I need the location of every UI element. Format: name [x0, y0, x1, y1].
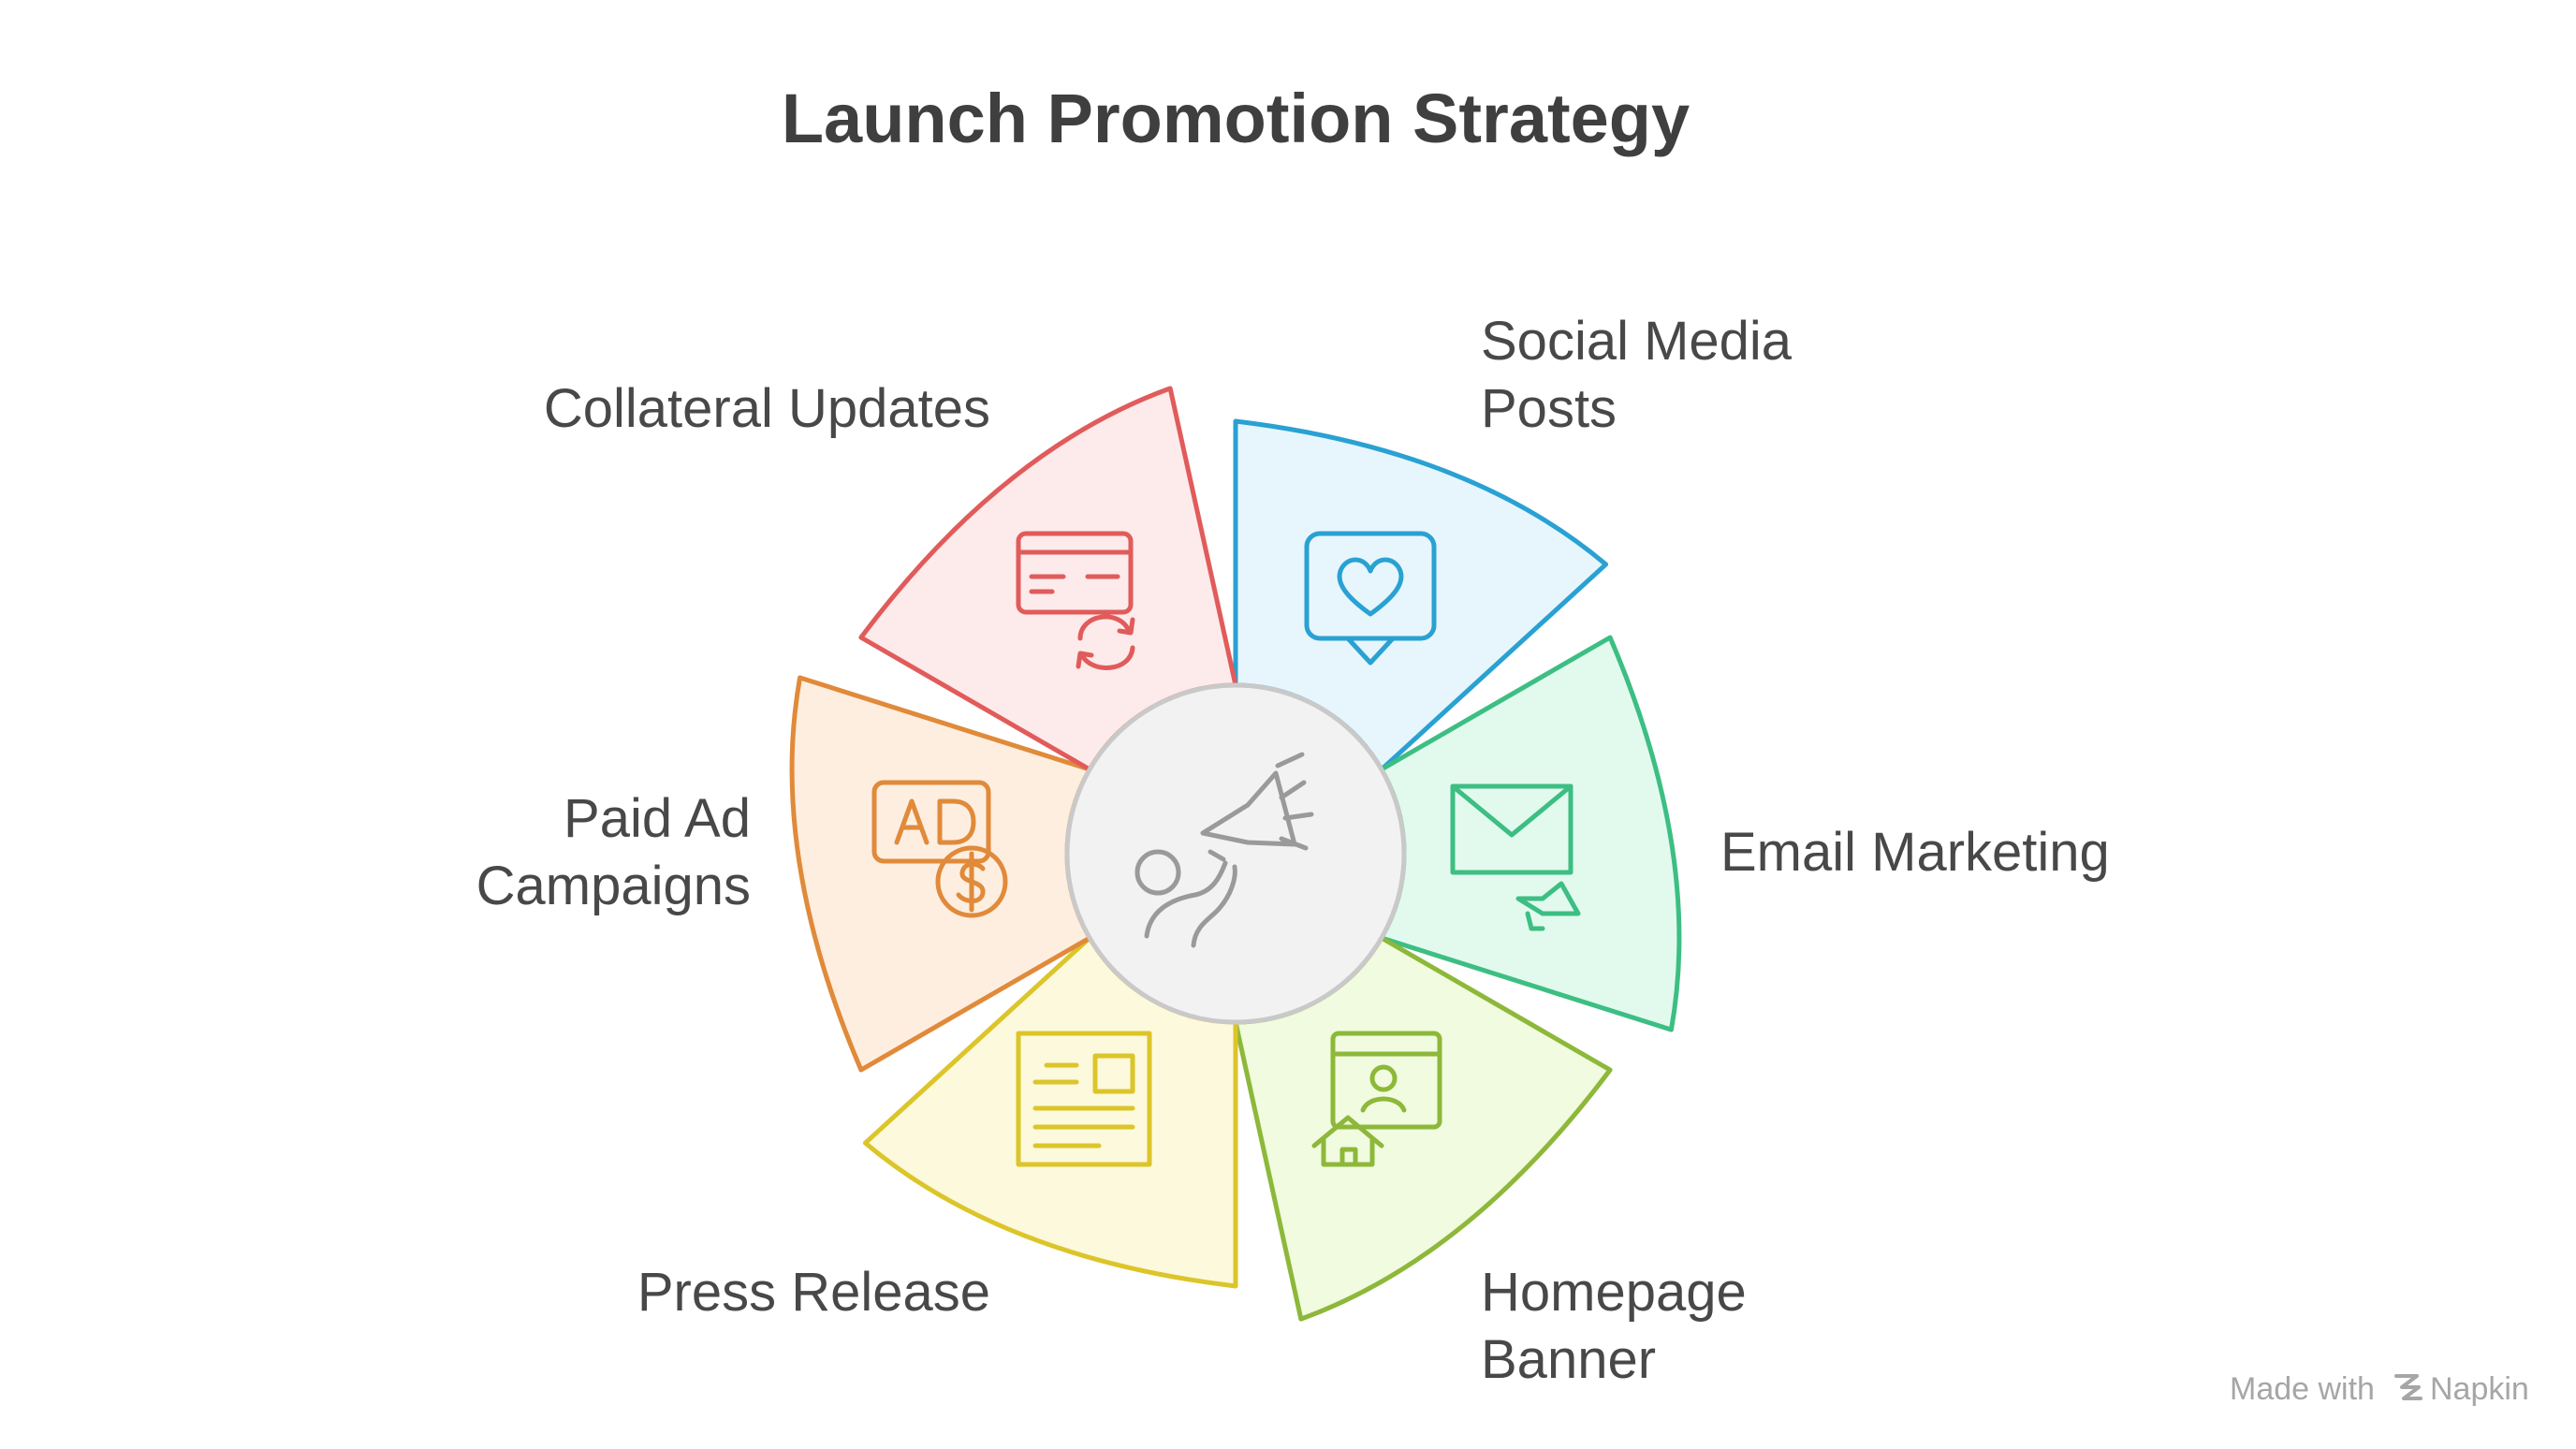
segment-icons [871, 531, 1581, 1167]
label-line: Banner [1481, 1329, 1656, 1390]
napkin-logo-icon [2394, 1374, 2422, 1400]
card-refresh-icon [1016, 531, 1135, 670]
envelope-megaphone-icon [1450, 783, 1581, 931]
center-circle [1064, 682, 1407, 1025]
napkin-credit: Made with Napkin [2230, 1371, 2529, 1407]
page-title: Launch Promotion Strategy [782, 80, 1690, 157]
credit-brand: Napkin [2430, 1371, 2529, 1407]
heart-speech-bubble-icon [1304, 531, 1437, 666]
browser-home-icon [1311, 1031, 1442, 1167]
label-line: Paid Ad [564, 788, 751, 849]
label-social-media-posts: Social Media Posts [1481, 311, 1793, 439]
label-line: Posts [1481, 378, 1617, 439]
label-line: Email Marketing [1720, 822, 2110, 883]
label-collateral-updates: Collateral Updates [544, 378, 990, 439]
center-hub [1064, 682, 1407, 1025]
label-press-release: Press Release [637, 1262, 990, 1323]
label-paid-ad-campaigns: Paid Ad Campaigns [476, 788, 751, 916]
newspaper-icon [1016, 1031, 1152, 1167]
label-line: Social Media [1481, 311, 1793, 372]
credit-made-with: Made with [2230, 1371, 2375, 1407]
label-email-marketing: Email Marketing [1720, 822, 2110, 883]
megaphone-person-icon [1134, 752, 1314, 948]
label-line: Press Release [637, 1262, 990, 1323]
label-line: Collateral Updates [544, 378, 990, 439]
ad-dollar-icon [871, 780, 1008, 918]
label-homepage-banner: Homepage Banner [1481, 1262, 1747, 1390]
label-line: Homepage [1481, 1262, 1747, 1323]
label-line: Campaigns [476, 856, 751, 916]
